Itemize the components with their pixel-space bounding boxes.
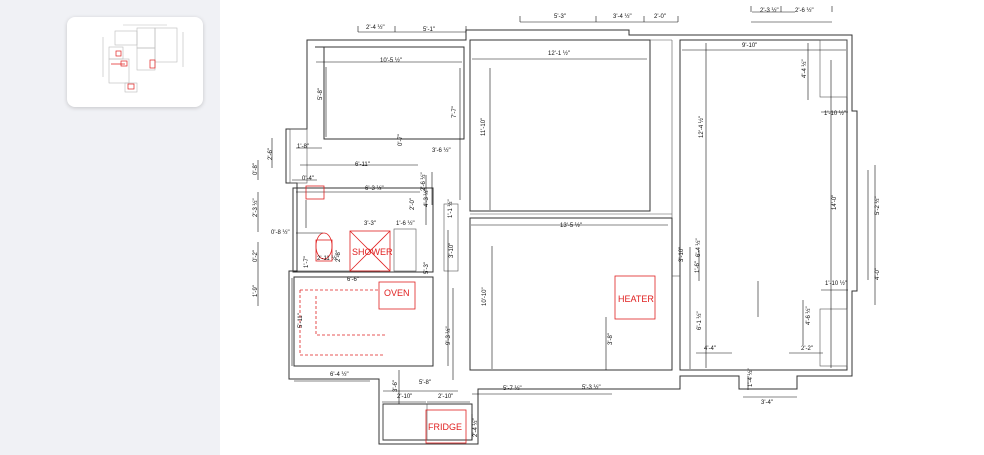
dim-label: 10'-10" — [482, 287, 488, 306]
dim-label: 3'-3" — [364, 221, 376, 227]
inner-wall-4 — [469, 217, 673, 371]
walls — [285, 29, 858, 445]
dim-label: 3'-6" — [393, 380, 399, 392]
dim-label: 2'-3 ½" — [760, 7, 779, 14]
dim-label: 3'-4 ½" — [613, 13, 632, 20]
dim-label: 1'-1 ½" — [447, 199, 454, 218]
dim-label: 2'-4 ½" — [366, 24, 385, 31]
dim-label: 2'-8" — [336, 250, 342, 262]
heater-box — [614, 275, 656, 320]
dim-label: 0'-8 ½" — [271, 229, 290, 236]
dim-label: 9'-10" — [742, 43, 757, 49]
dim-label: 5'-3" — [554, 14, 566, 20]
dim-label: 6'-4 ½" — [330, 371, 349, 378]
dim-label: 13'-5 ½" — [560, 222, 582, 229]
dimension-lines — [257, 6, 876, 440]
dim-label: 2'-4 ½" — [472, 418, 479, 437]
dim-label: 1'-6 ½" — [396, 220, 415, 227]
inner-wall — [315, 46, 465, 140]
dim-label: 1'-8" — [297, 144, 309, 150]
dim-label: 4'-6 ½" — [805, 306, 812, 325]
dim-label: 3'-10" — [679, 247, 685, 262]
room-label-fridge: FRIDGE — [428, 422, 462, 432]
dim-label: 9'-3 ½" — [445, 326, 452, 345]
sink-icon — [305, 185, 325, 200]
dim-label: 0'-2" — [253, 250, 259, 262]
dim-label: 2'-6" — [268, 148, 274, 160]
shower-box — [349, 230, 391, 272]
oven-box — [378, 281, 416, 310]
dim-label: 1'-10 ½" — [825, 280, 847, 287]
dim-label: 6'-4 ½" — [695, 238, 702, 257]
dim-label: 12'-4 ½" — [698, 116, 705, 138]
inner-wall-3 — [679, 39, 848, 371]
bath-wall — [292, 187, 434, 273]
dim-label: 6'-6" — [347, 277, 359, 283]
dim-label: 2'-6 ½" — [420, 172, 427, 191]
room-label-heater: HEATER — [618, 294, 654, 304]
dimension-labels: 2'-4 ½" 5'-1" 5'-3" 3'-4 ½" 2'-0" 2'-3 ½… — [252, 7, 881, 437]
dim-label: 2'-11 ½" — [317, 255, 339, 262]
fridge-box — [425, 409, 467, 444]
dim-label: 5'-8" — [318, 88, 324, 100]
room-labels: SHOWER OVEN HEATER FRIDGE — [352, 247, 654, 432]
dim-label: 3'-6 ½" — [432, 147, 451, 154]
dim-label: 2'-6 ½" — [795, 7, 814, 14]
dim-label: 1'-10 ½" — [824, 110, 846, 117]
dim-label: 5'-3 ½" — [582, 384, 601, 391]
dim-label: 10'-5 ½" — [380, 57, 402, 64]
fixtures — [299, 185, 656, 444]
thumbnail-image — [102, 24, 184, 93]
outer-wall — [285, 29, 858, 445]
dim-label: 6'-11" — [355, 162, 370, 168]
sidebar-panel — [0, 0, 220, 455]
dim-label: 0'-8" — [253, 163, 259, 175]
dim-label: 7'-7" — [452, 106, 458, 118]
dim-label: 2'-10" — [438, 394, 453, 400]
dim-label: 6'-3 ½" — [365, 185, 384, 192]
dim-label: 2'-0" — [410, 198, 416, 210]
dim-label: 3'-10" — [449, 243, 455, 258]
dim-label: 5'-11" — [298, 313, 304, 328]
floor-plan-drawing: SHOWER OVEN HEATER FRIDGE 2'-4 ½" 5'-1" … — [252, 6, 881, 445]
dim-label: 12'-1 ½" — [548, 50, 570, 57]
dim-label: 3'-4" — [761, 400, 773, 406]
kitchen-wall — [293, 276, 434, 367]
counter-outline — [299, 289, 385, 356]
floor-plan-thumbnail[interactable] — [67, 17, 203, 107]
dim-label: 5'-7 ½" — [503, 385, 522, 392]
dim-label: 5'-2 ½" — [874, 196, 881, 215]
dim-label: 2'-10" — [397, 394, 412, 400]
dim-label: 2'-0" — [654, 14, 666, 20]
dim-label: 5'-8" — [419, 380, 431, 386]
dim-label: 4'-4 ½" — [801, 59, 808, 78]
dim-label: 0'-7" — [398, 134, 404, 146]
dim-label: 2'-2" — [801, 346, 813, 352]
dim-label: 14'-0" — [832, 195, 838, 210]
dim-label: 1'-7" — [304, 256, 310, 268]
dim-label: 1'-4 ½" — [747, 368, 754, 387]
dim-label: 5'-3" — [424, 262, 430, 274]
dim-label: 4'-0" — [875, 268, 881, 280]
dim-label: 4'-3 ½" — [423, 188, 430, 207]
dim-label: 0'-4" — [302, 176, 314, 182]
room-label-oven: OVEN — [384, 288, 410, 298]
dim-label: 1'-9" — [253, 285, 259, 297]
inner-wall-2 — [469, 39, 651, 212]
dim-label: 4'-4" — [704, 346, 716, 352]
dim-label: 2'-3 ½" — [252, 198, 259, 217]
dim-label: 1'-6" — [695, 261, 701, 273]
dim-label: 5'-1" — [423, 27, 435, 33]
dim-label: 6'-1 ½" — [696, 311, 703, 330]
dim-label: 3'-8" — [608, 333, 614, 345]
dim-label: 11'-10" — [481, 118, 487, 136]
room-label-shower: SHOWER — [352, 247, 393, 257]
